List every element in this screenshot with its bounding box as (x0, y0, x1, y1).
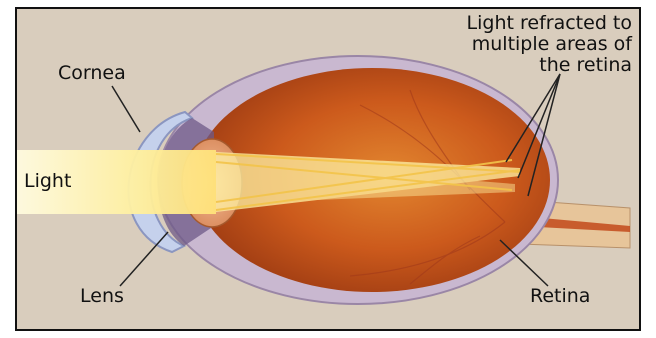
label-lens: Lens (80, 287, 124, 306)
label-refracted-line-2: multiple areas of (467, 34, 632, 55)
label-light: Light (24, 172, 71, 191)
label-refracted-line-1: Light refracted to (467, 13, 632, 34)
label-refracted-light: Light refracted to multiple areas of the… (467, 13, 632, 76)
label-refracted-line-3: the retina (467, 55, 632, 76)
label-cornea: Cornea (58, 64, 126, 83)
label-retina: Retina (530, 287, 590, 306)
